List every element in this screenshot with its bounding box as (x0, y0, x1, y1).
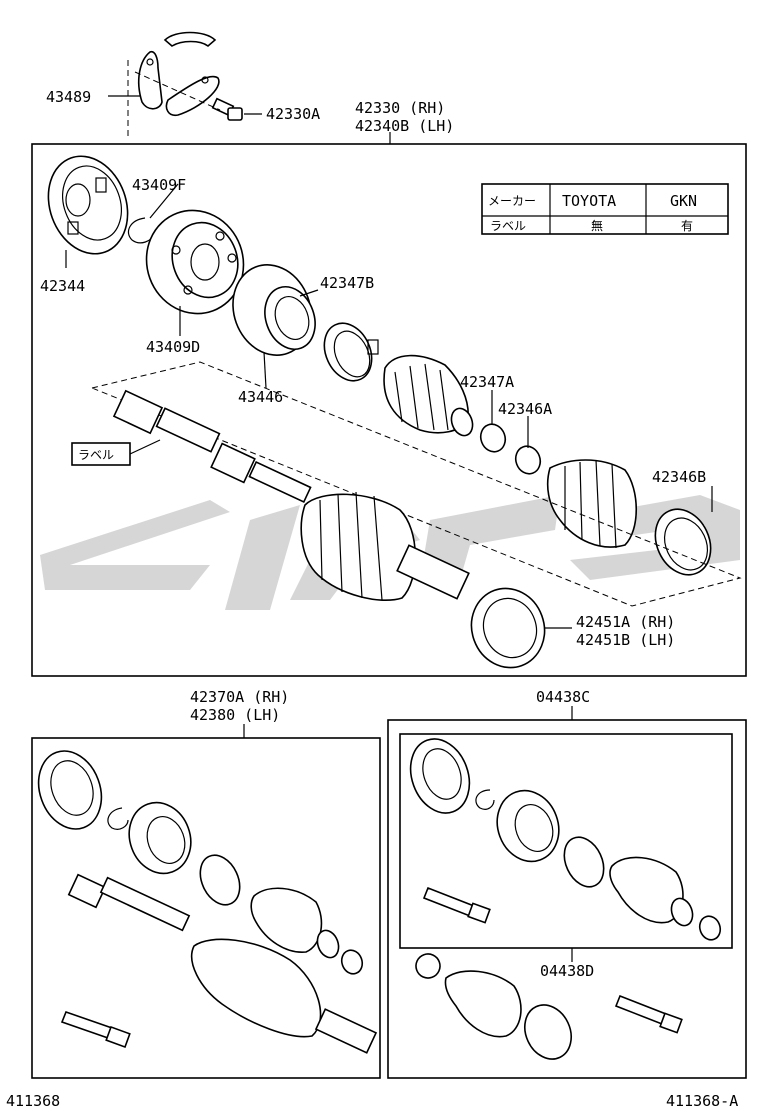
shaft-assembly-dash-frame (90, 361, 742, 607)
outboard-boot-42346B (546, 459, 638, 549)
kit-04438D-inner-frame (399, 733, 733, 949)
part-label-42370A-rh: 42370A (RH) (190, 688, 289, 706)
maker-row-label: ラベル (490, 219, 526, 233)
drive-shaft (112, 389, 470, 602)
maker-gkn-value: 有 (681, 219, 693, 233)
part-label-42347B: 42347B (320, 274, 374, 292)
part-label-43409F: 43409F (132, 176, 186, 194)
footer-code-left: 411368 (6, 1092, 60, 1110)
part-label-04438C: 04438C (536, 688, 590, 706)
label-tag-text: ラベル (78, 448, 114, 462)
bolt-42330A (211, 97, 243, 121)
inboard-boot-42347A (383, 354, 474, 437)
maker-col-toyota: TOYOTA (562, 192, 616, 210)
part-label-42330-rh: 42330 (RH) (355, 99, 445, 117)
part-label-04438D: 04438D (540, 962, 594, 980)
part-label-42380-lh: 42380 (LH) (190, 706, 280, 724)
kit-04438C-frame (387, 719, 747, 1079)
maker-toyota-value: 無 (591, 218, 603, 233)
boot-flange-43446 (232, 264, 316, 356)
part-label-43446: 43446 (238, 388, 283, 406)
guide-dash-top (127, 60, 221, 140)
part-label-43409D: 43409D (146, 338, 200, 356)
part-label-42347A: 42347A (460, 373, 514, 391)
kit-42370A-parts (37, 750, 378, 1054)
outer-race-42344 (47, 155, 129, 255)
part-label-42346A: 42346A (498, 400, 552, 418)
maker-header-label: メーカー (488, 194, 536, 208)
boot-band-42347B (323, 322, 379, 382)
part-label-42346B: 42346B (652, 468, 706, 486)
dust-seal-42451 (470, 587, 546, 669)
band-42347A (479, 423, 507, 453)
band-42346B (654, 508, 712, 576)
band-42346A (514, 445, 542, 475)
footer-code-right: 411368-A (666, 1092, 738, 1110)
label-tag: ラベル (71, 439, 161, 466)
part-label-43489: 43489 (46, 88, 91, 106)
maker-col-gkn: GKN (670, 192, 697, 210)
clamp-43489 (138, 31, 220, 117)
main-assembly-frame (31, 143, 747, 677)
part-label-42451A-rh: 42451A (RH) (576, 613, 675, 631)
maker-table: メーカー TOYOTA GKN ラベル 無 有 (481, 183, 729, 235)
tripod-43409D (145, 209, 245, 315)
part-label-42340B-lh: 42340B (LH) (355, 117, 454, 135)
part-label-42451B-lh: 42451B (LH) (576, 631, 675, 649)
part-label-42344: 42344 (40, 277, 85, 295)
kit-04438C-parts (409, 738, 722, 1060)
kit-42370A-frame (31, 737, 381, 1079)
part-label-42330A: 42330A (266, 105, 320, 123)
